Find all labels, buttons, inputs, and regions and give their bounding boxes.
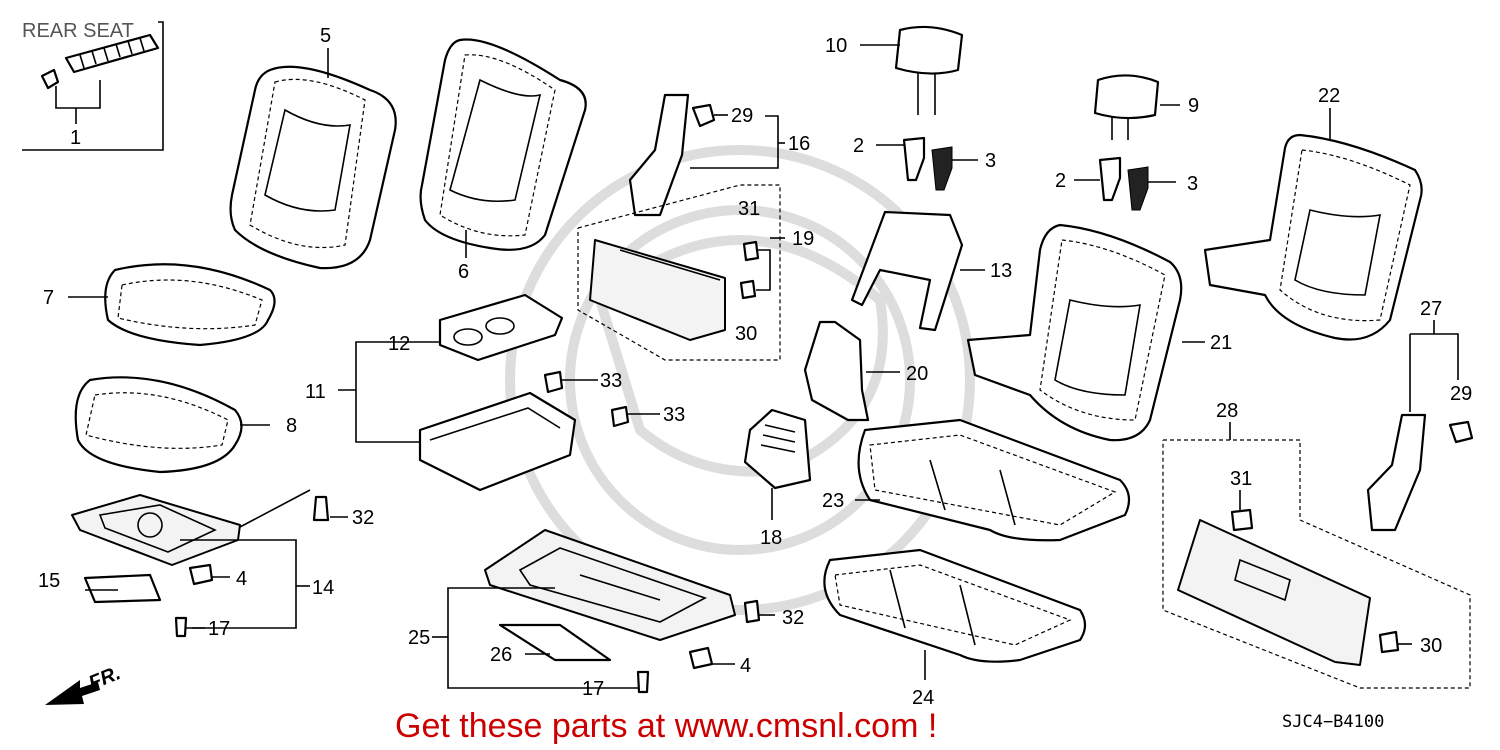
part-label-20: 20	[906, 363, 928, 385]
part-14-seat-base	[71, 489, 311, 638]
part-10-headrest	[860, 25, 978, 191]
part-label-33b: 33	[663, 404, 685, 426]
part-label-23: 23	[822, 490, 844, 512]
front-direction-arrow: FR.	[45, 662, 124, 705]
part-25-seat-base	[432, 529, 775, 694]
part-label-2a: 2	[853, 135, 864, 157]
part-label-14: 14	[312, 577, 334, 599]
part-label-16: 16	[788, 133, 810, 155]
part-8-cushion	[74, 376, 270, 474]
part-label-27: 27	[1420, 298, 1442, 320]
part-label-5: 5	[320, 25, 331, 47]
part-13-frame	[850, 210, 985, 332]
part-label-17a: 17	[208, 618, 230, 640]
part-label-33a: 33	[600, 370, 622, 392]
part-label-7: 7	[43, 287, 54, 309]
part-label-31b: 31	[1230, 468, 1252, 490]
part-28-panel	[1162, 422, 1471, 689]
part-24-cushion	[823, 548, 1087, 680]
part-label-15: 15	[38, 570, 60, 592]
part-label-12: 12	[388, 333, 410, 355]
part-label-22: 22	[1318, 85, 1340, 107]
part-label-17b: 17	[582, 678, 604, 700]
part-label-8: 8	[286, 415, 297, 437]
part-label-19: 19	[792, 228, 814, 250]
part-4-clip	[85, 576, 230, 629]
diagram-code: SJC4−B4100	[1282, 712, 1384, 732]
part-22-seat-back	[1203, 108, 1423, 341]
part-1-clips	[22, 21, 164, 151]
part-23-cushion	[855, 418, 1131, 542]
part-label-21: 21	[1210, 332, 1232, 354]
part-number-labels: 1 5 6 7 8 11 12 33 33 32 14 15 4 17 29 1…	[38, 25, 1472, 709]
part-label-4a: 4	[236, 568, 247, 590]
part-label-28: 28	[1216, 400, 1238, 422]
part-label-11: 11	[305, 381, 326, 403]
watermark-logo	[505, 145, 975, 615]
part-label-18: 18	[760, 527, 782, 549]
diagram-title: REAR SEAT	[22, 20, 134, 42]
part-27-bracket	[1366, 320, 1474, 532]
part-label-1: 1	[70, 127, 81, 149]
part-label-32b: 32	[782, 607, 804, 629]
part-9-headrest	[1074, 74, 1180, 211]
part-label-26: 26	[490, 644, 512, 666]
footer-banner[interactable]: Get these parts at www.cmsnl.com !	[395, 707, 937, 745]
part-21-seat-back	[966, 223, 1205, 442]
part-7-cushion	[68, 263, 276, 347]
part-label-3b: 3	[1187, 173, 1198, 195]
part-19-panel	[577, 184, 785, 361]
part-18-cover	[743, 408, 812, 520]
part-label-2b: 2	[1055, 170, 1066, 192]
part-label-10: 10	[825, 35, 847, 57]
part-label-29a: 29	[731, 105, 753, 127]
part-label-6: 6	[458, 261, 469, 283]
part-11-armrest	[338, 293, 660, 492]
part-label-3a: 3	[985, 150, 996, 172]
part-label-9: 9	[1188, 95, 1199, 117]
part-label-25: 25	[408, 627, 430, 649]
part-20-bracket	[803, 320, 900, 422]
part-label-4b: 4	[740, 655, 751, 677]
part-label-32a: 32	[352, 507, 374, 529]
part-label-29b: 29	[1450, 383, 1472, 405]
part-16-bracket	[628, 93, 785, 217]
part-6-seat-back	[419, 38, 587, 258]
part-label-13: 13	[990, 260, 1012, 282]
part-label-31a: 31	[738, 198, 760, 220]
part-label-30b: 30	[1420, 635, 1442, 657]
front-direction-label: FR.	[86, 662, 124, 694]
part-label-30a: 30	[735, 323, 757, 345]
part-label-24: 24	[912, 687, 934, 709]
part-32-screw	[312, 495, 348, 522]
part-5-seat-back	[229, 48, 397, 270]
